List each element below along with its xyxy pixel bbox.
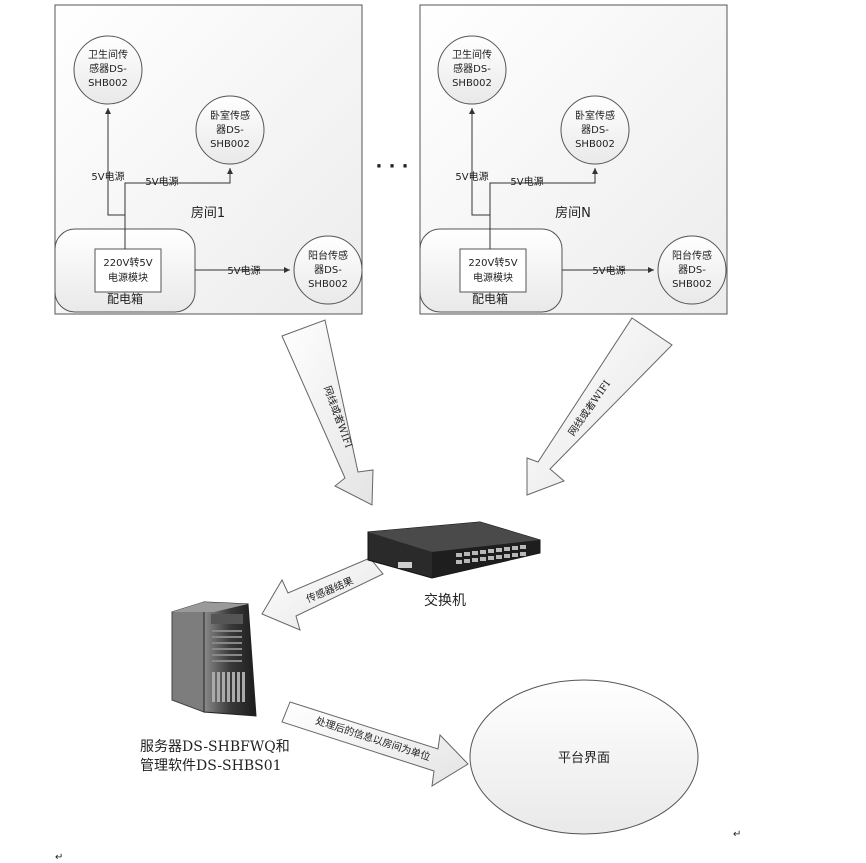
- svg-text:SHB002: SHB002: [672, 279, 712, 290]
- room-n-label: 房间N: [555, 205, 591, 221]
- room-1-power-label-balcony: 5V电源: [227, 264, 260, 277]
- room-1-bathroom-sensor: 卫生间传 感器DS- SHB002: [73, 35, 143, 105]
- svg-text:220V转5V: 220V转5V: [468, 256, 517, 269]
- svg-text:卧室传感: 卧室传感: [210, 109, 250, 122]
- svg-text:器DS-: 器DS-: [678, 264, 706, 276]
- room-n-power-label-bedroom: 5V电源: [510, 175, 543, 188]
- svg-text:配电箱: 配电箱: [107, 291, 143, 306]
- room-n-power-label-balcony: 5V电源: [592, 264, 625, 277]
- svg-text:感器DS-: 感器DS-: [453, 62, 491, 75]
- svg-text:配电箱: 配电箱: [472, 291, 508, 306]
- room-n-balcony-sensor: 阳台传感 器DS- SHB002: [657, 235, 727, 305]
- room-n-panel: 卫生间传 感器DS- SHB002 卧室传感 器DS- SHB002 阳台传感 …: [419, 4, 728, 315]
- left-network-arrow: 网线或者WIFI: [281, 319, 374, 506]
- processed-info-arrow: 处理后的信息以房间为单位: [281, 701, 469, 787]
- svg-text:卫生间传: 卫生间传: [88, 48, 128, 61]
- svg-text:器DS-: 器DS-: [314, 264, 342, 276]
- room-n-bathroom-sensor: 卫生间传 感器DS- SHB002: [437, 35, 507, 105]
- sensor-results-arrow: 传感器结果: [261, 557, 384, 631]
- svg-text:器DS-: 器DS-: [216, 124, 244, 136]
- svg-text:阳台传感: 阳台传感: [672, 249, 712, 262]
- svg-text:阳台传感: 阳台传感: [308, 249, 348, 262]
- room-n-distribution-box: 220V转5V 电源模块 配电箱: [419, 228, 563, 313]
- return-mark: ↵: [55, 852, 63, 863]
- tower-server-icon: [171, 601, 257, 717]
- svg-text:器DS-: 器DS-: [581, 124, 609, 136]
- svg-text:SHB002: SHB002: [452, 78, 492, 89]
- network-switch-icon: [367, 521, 541, 579]
- room-1-label: 房间1: [191, 205, 225, 221]
- platform-interface: 平台界面: [469, 679, 699, 835]
- right-network-arrow: 网线或者WIFI: [526, 317, 673, 496]
- svg-text:卧室传感: 卧室传感: [575, 109, 615, 122]
- room-1-power-label-bedroom: 5V电源: [145, 175, 178, 188]
- room-1-power-lines: [105, 108, 290, 273]
- processed-info-label: 处理后的信息以房间为单位: [314, 714, 432, 763]
- room-1-distribution-box: 220V转5V 电源模块 配电箱: [54, 228, 196, 313]
- server-label-line-1: 服务器DS-SHBFWQ和: [140, 739, 290, 755]
- switch-label: 交换机: [424, 592, 466, 609]
- svg-text:SHB002: SHB002: [210, 139, 250, 150]
- return-mark: ↵: [733, 829, 741, 840]
- svg-text:SHB002: SHB002: [575, 139, 615, 150]
- svg-text:感器DS-: 感器DS-: [89, 62, 127, 75]
- svg-text:电源模块: 电源模块: [108, 271, 148, 284]
- server-label-line-2: 管理软件DS-SHBS01: [140, 758, 282, 774]
- room-1-power-label-bathroom: 5V电源: [91, 170, 124, 183]
- room-1-balcony-sensor: 阳台传感 器DS- SHB002: [293, 235, 363, 305]
- room-1-panel: 卫生间传 感器DS- SHB002 卧室传感 器DS- SHB002 阳台传感 …: [54, 4, 363, 315]
- svg-text:220V转5V: 220V转5V: [103, 256, 152, 269]
- svg-text:卫生间传: 卫生间传: [452, 48, 492, 61]
- svg-text:电源模块: 电源模块: [473, 271, 513, 284]
- room-n-power-label-bathroom: 5V电源: [455, 170, 488, 183]
- room-n-power-lines: [469, 108, 654, 273]
- room-n-bedroom-sensor: 卧室传感 器DS- SHB002: [560, 95, 630, 165]
- ellipsis: · · ·: [375, 156, 408, 177]
- svg-text:SHB002: SHB002: [88, 78, 128, 89]
- platform-label: 平台界面: [558, 751, 610, 766]
- svg-text:SHB002: SHB002: [308, 279, 348, 290]
- room-1-bedroom-sensor: 卧室传感 器DS- SHB002: [195, 95, 265, 165]
